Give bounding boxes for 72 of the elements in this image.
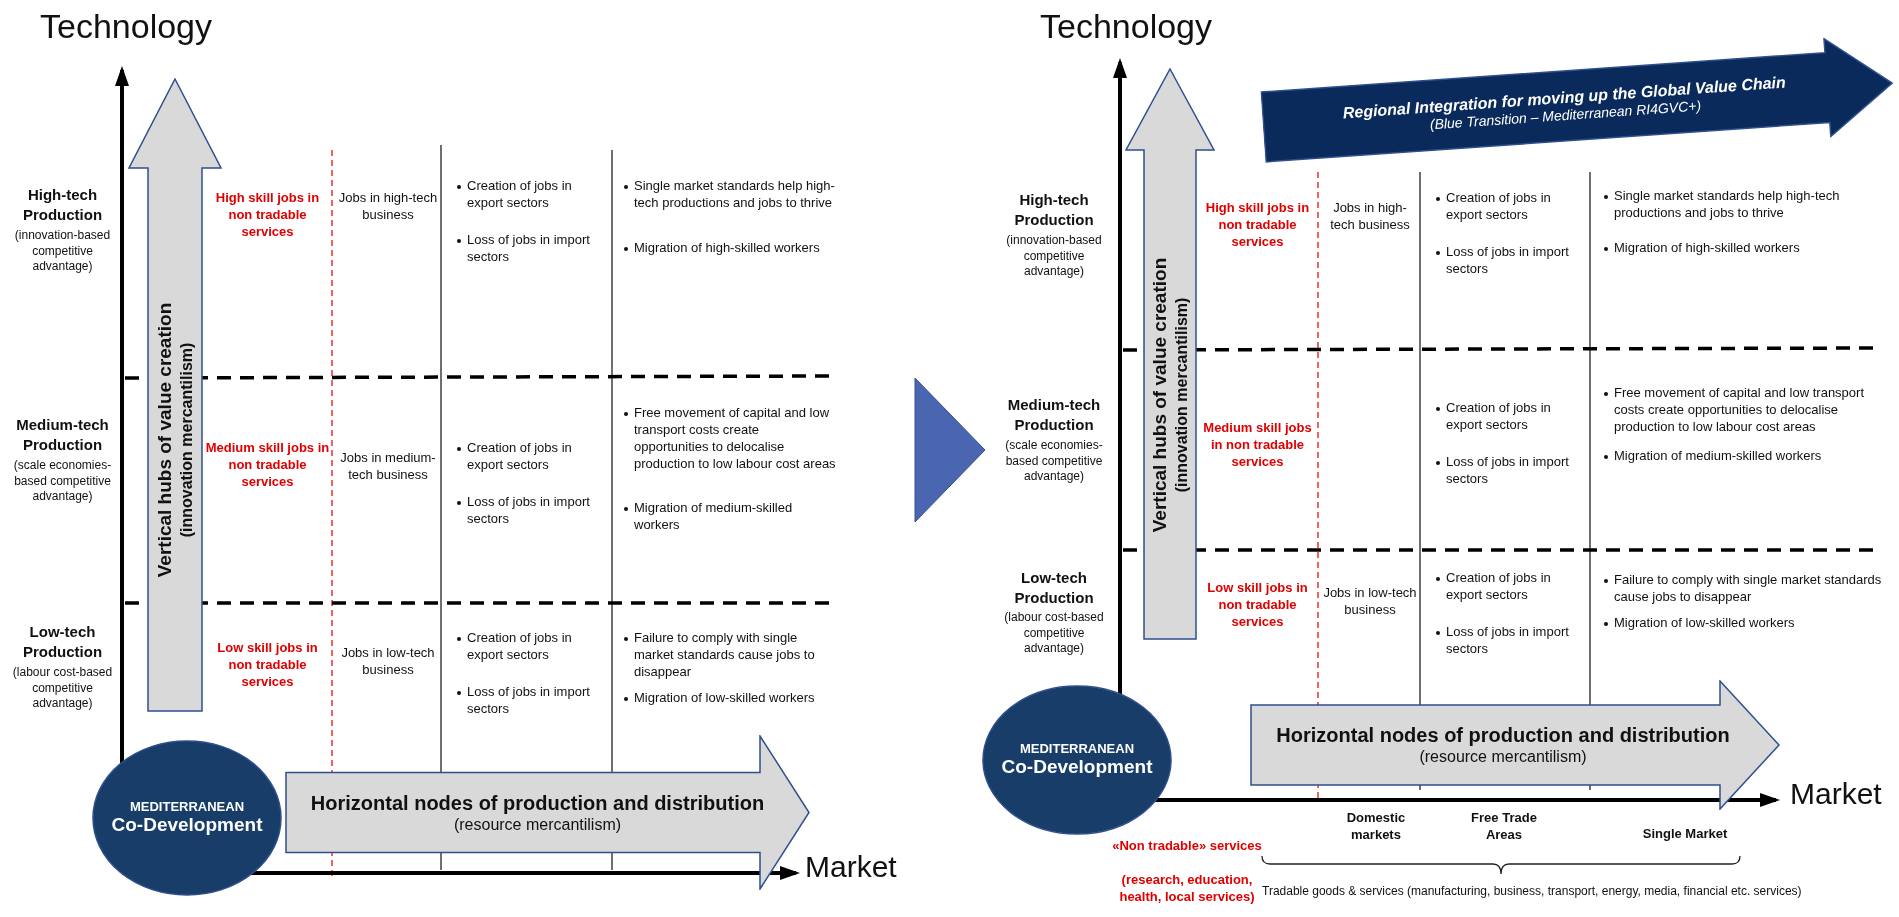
- cell-text: Jobs in high-tech business: [1329, 200, 1411, 234]
- cell-text: Jobs in high-tech business: [338, 190, 438, 224]
- oval-title: Co-Development: [1001, 756, 1153, 780]
- bullet-item: Creation of jobs in export sectors: [1434, 400, 1586, 434]
- bullet-item: Loss of jobs in import sectors: [455, 684, 607, 718]
- banner-title: Vertical hubs of value creation: [1149, 257, 1171, 533]
- axis-label: Market: [1790, 777, 1882, 810]
- bullet-item: Creation of jobs in export sectors: [455, 630, 607, 664]
- banner-title: Horizontal nodes of production and distribution: [1276, 723, 1730, 748]
- oval-caption: MEDITERRANEAN: [129, 798, 245, 815]
- bullet-item: Migration of high-skilled workers: [622, 240, 837, 257]
- bullet-item: Failure to comply with single market standards cause jobs to disappear: [622, 630, 837, 681]
- row-description: (scale economies-based competitive advantage): [1004, 438, 1104, 485]
- oval-caption: MEDITERRANEAN: [1019, 740, 1135, 757]
- category-label: Single Market: [1641, 826, 1729, 843]
- axis-title: Technology: [40, 8, 212, 46]
- cell-text: Jobs in medium-tech business: [339, 450, 437, 484]
- bullet-item: Free movement of capital and low transport costs create opportunities to delocalise production to low labour cost areas: [1602, 385, 1882, 436]
- bullet-item: Migration of medium-skilled workers: [1602, 448, 1882, 465]
- row-heading: Low-tech Production: [21, 622, 104, 661]
- category-label: Domestic markets: [1345, 810, 1407, 844]
- oval: [982, 685, 1172, 835]
- cell-text: Medium skill jobs in non tradable services: [205, 440, 330, 491]
- category-label: «Non tradable» services: [1112, 838, 1262, 855]
- bullet-item: Creation of jobs in export sectors: [1434, 190, 1586, 224]
- row-description: (innovation-based competitive advantage): [1005, 233, 1103, 280]
- row-heading: Medium-tech Production: [15, 415, 110, 454]
- banner-title: Vertical hubs of value creation: [154, 302, 176, 578]
- banner-subtitle: (resource mercantilism): [1419, 747, 1587, 767]
- bullet-item: Free movement of capital and low transport costs create opportunities to delocalise production to low labour cost areas: [622, 405, 837, 473]
- banner-subtitle: (resource mercantilism): [453, 814, 622, 835]
- bullet-item: Migration of high-skilled workers: [1602, 240, 1882, 257]
- category-label: Free Trade Areas: [1470, 810, 1538, 844]
- category-label: (research, education, health, local services): [1118, 872, 1256, 906]
- bullet-item: Creation of jobs in export sectors: [1434, 570, 1586, 604]
- bullet-item: Migration of medium-skilled workers: [622, 500, 837, 534]
- bullet-item: Loss of jobs in import sectors: [455, 494, 607, 528]
- brace-label: Tradable goods & services (manufacturing, business, transport, energy, media, financial etc. services): [1262, 884, 1802, 900]
- bullet-item: Loss of jobs in import sectors: [455, 232, 607, 266]
- cell-text: Low skill jobs in non tradable services: [216, 640, 319, 691]
- axis-title: Technology: [1040, 8, 1212, 46]
- row-heading: Low-tech Production: [1013, 568, 1095, 607]
- row-description: (innovation-based competitive advantage): [13, 228, 112, 275]
- bullet-item: Loss of jobs in import sectors: [1434, 244, 1586, 278]
- cell-text: Jobs in low-tech business: [340, 645, 436, 679]
- bullet-item: Migration of low-skilled workers: [622, 690, 837, 707]
- cell-text: High skill jobs in non tradable services: [214, 190, 321, 241]
- bullet-item: Single market standards help high-tech productions and jobs to thrive: [622, 178, 837, 212]
- bullet-item: Loss of jobs in import sectors: [1434, 624, 1586, 658]
- bullet-item: Migration of low-skilled workers: [1602, 615, 1882, 632]
- row-heading: High-tech Production: [21, 185, 104, 224]
- rightward-banner: [1250, 680, 1780, 810]
- row-description: (scale economies-based competitive advantage): [12, 458, 113, 505]
- bullet-item: Loss of jobs in import sectors: [1434, 454, 1586, 488]
- row-description: (labour cost-based competitive advantage): [11, 665, 114, 712]
- oval-title: Co-Development: [111, 814, 263, 838]
- banner-title: Horizontal nodes of production and distribution: [310, 790, 765, 815]
- oval: [92, 740, 282, 896]
- banner-subtitle: (innovation mercantilism): [176, 342, 196, 538]
- cell-text: Low skill jobs in non tradable services: [1206, 580, 1309, 631]
- cell-text: Medium skill jobs in non tradable services: [1202, 420, 1313, 471]
- bullet-item: Failure to comply with single market standards cause jobs to disappear: [1602, 572, 1882, 606]
- row-heading: Medium-tech Production: [1006, 395, 1102, 434]
- axis-label: Market: [805, 850, 897, 883]
- cell-text: Jobs in low-tech business: [1322, 585, 1418, 619]
- cell-text: High skill jobs in non tradable services: [1204, 200, 1311, 251]
- bullet-item: Creation of jobs in export sectors: [455, 178, 607, 212]
- bullet-item: Single market standards help high-tech productions and jobs to thrive: [1602, 188, 1882, 222]
- bullet-item: Creation of jobs in export sectors: [455, 440, 607, 474]
- banner-subtitle: (innovation mercantilism): [1171, 297, 1191, 493]
- row-description: (labour cost-based competitive advantage): [1003, 610, 1105, 657]
- row-heading: High-tech Production: [1013, 190, 1095, 229]
